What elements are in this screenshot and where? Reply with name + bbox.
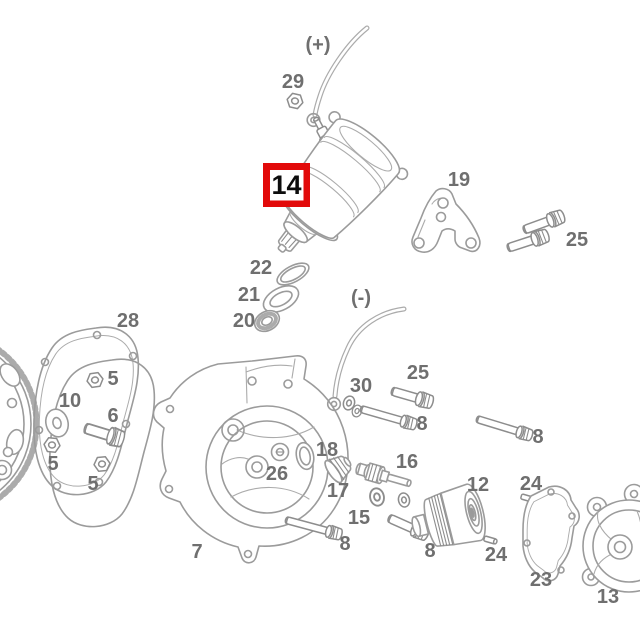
part-cover-gasket [33,326,140,496]
callout-30: 30 [350,375,372,397]
callout-negative: (-) [351,287,371,309]
part-gear-17 [324,455,352,484]
callout-12: 12 [467,474,489,496]
callout-16: 16 [396,451,418,473]
part-ring-21 [262,285,300,313]
callout-22: 22 [250,257,272,279]
callout-10: 10 [59,390,81,412]
callout-8-b: 8 [532,426,543,448]
part-nut-5-a [85,371,105,389]
part-nut-5-b [42,436,62,454]
part-starter-driven-gear [411,483,486,547]
callout-8-c: 8 [339,533,350,555]
callout-29: 29 [282,71,304,93]
callout-15: 15 [348,507,370,529]
part-washer-15 [367,486,387,508]
callout-24-a: 24 [520,473,543,495]
part-bearing-20 [253,309,281,333]
highlight-box-part-14: 14 [263,163,310,207]
callout-20: 20 [233,310,255,332]
callout-7: 7 [191,541,202,563]
part-seal-18 [295,441,315,471]
callout-8-d: 8 [424,540,435,562]
callout-5-c: 5 [87,473,98,495]
part-starter-cover [44,358,156,528]
part-plug-26 [270,442,290,462]
callout-6: 6 [107,405,118,427]
part-shaft-16 [355,462,412,488]
callout-24-b: 24 [485,544,508,566]
callout-positive: (+) [306,34,331,56]
callout-28: 28 [117,310,139,332]
part-bolt-8-b [473,411,535,443]
part-water-pump [581,483,640,593]
callout-21: 21 [238,284,260,306]
part-washer-small [396,491,412,509]
callout-14: 14 [271,170,301,200]
callout-25-b: 25 [407,362,429,384]
callout-17: 17 [327,480,349,502]
callout-5-a: 5 [107,368,118,390]
part-engine-cover [152,355,349,564]
part-drive-gear [0,347,40,501]
part-bolt-8-a [357,401,420,432]
callout-25-a: 25 [566,229,588,251]
part-negative-cable [326,306,407,412]
callout-13: 13 [597,586,619,608]
callout-18: 18 [316,439,338,461]
part-bracket-19 [411,187,481,253]
callout-5-b: 5 [47,453,58,475]
callout-8-a: 8 [416,413,427,435]
part-bolt-6 [81,418,128,450]
callout-23: 23 [530,569,552,591]
callout-26: 26 [266,463,288,485]
part-bolt-25-c [388,382,436,411]
callout-19: 19 [448,169,470,191]
part-oring-22 [276,262,310,286]
part-nut-29 [284,91,306,111]
part-pump-gasket [522,485,580,582]
